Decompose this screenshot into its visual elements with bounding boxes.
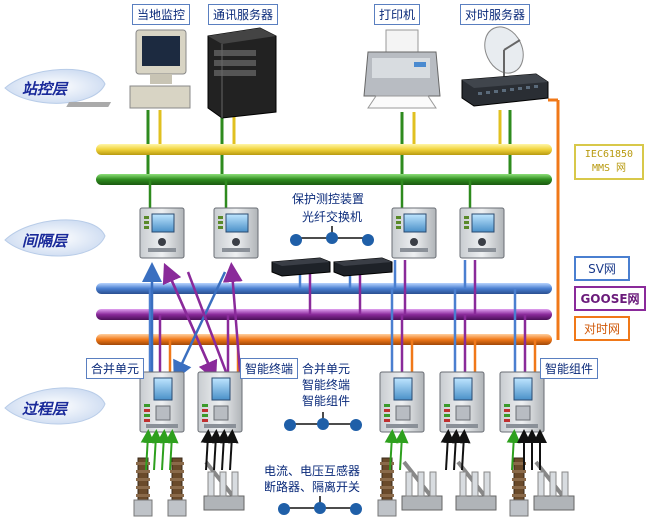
instrument-transformer-icon	[377, 457, 397, 517]
station-devices	[66, 26, 549, 119]
primary-equipment	[133, 429, 575, 517]
process-dot-connector	[284, 412, 362, 431]
mms-net-label-line2: MMS 网	[591, 163, 627, 174]
signal-arrow	[224, 429, 239, 471]
disconnector-icon	[401, 460, 443, 511]
signal-arrow	[140, 429, 155, 471]
protection-device-icon	[139, 207, 185, 259]
mms-green-bus	[96, 174, 552, 185]
process-center-label-1: 合并单元	[302, 362, 351, 376]
process-device-icon	[379, 371, 425, 433]
layer-process-label: 过程层	[22, 400, 68, 418]
mms-yellow-bus	[96, 144, 552, 155]
protection-device-label: 保护测控装置	[292, 192, 365, 206]
process-device-icon	[139, 371, 185, 433]
mms-net-label-line1: IEC61850	[584, 149, 634, 160]
instrument-transformer-icon	[167, 457, 187, 517]
signal-arrow	[148, 429, 163, 471]
cross-link-arrows	[142, 262, 243, 382]
protection-device-icon	[213, 207, 259, 259]
process-devices	[139, 371, 545, 433]
smart-terminal-label: 智能终端	[240, 358, 299, 379]
merging-unit-label: 合并单元	[86, 358, 145, 379]
process-center-label-2: 智能终端	[302, 378, 351, 392]
sv-net-label: SV网	[574, 256, 630, 281]
layer-station-label: 站控层	[22, 80, 68, 98]
bus-bars	[96, 144, 552, 345]
fiber-switch-icon	[333, 257, 393, 277]
goose-net-label: GOOSE网	[574, 286, 646, 311]
sv-bus	[96, 283, 552, 294]
primary-label-2: 断路器、隔离开关	[264, 480, 361, 494]
signal-arrow	[456, 429, 471, 471]
local-monitor-icon	[66, 29, 191, 109]
instrument-transformer-icon	[509, 457, 529, 517]
layer-swooshes	[4, 68, 106, 425]
signal-arrow	[384, 429, 399, 471]
timing-net-label: 对时网	[574, 316, 630, 341]
goose-bus	[96, 309, 552, 320]
bay-dot-connector	[290, 226, 374, 246]
bay-drop-lines	[148, 180, 477, 314]
mms-net-label: IEC61850 MMS 网	[574, 144, 644, 180]
process-device-icon	[499, 371, 545, 433]
disconnector-icon	[203, 460, 245, 511]
layer-bay-label: 间隔层	[22, 232, 68, 250]
signal-arrow	[208, 429, 223, 471]
printer-icon	[363, 29, 441, 109]
fiber-switch-icon	[271, 257, 331, 277]
local-monitor-label: 当地监控	[132, 4, 191, 25]
signal-arrow	[164, 429, 179, 471]
signal-arrow	[394, 429, 409, 471]
process-device-icon	[439, 371, 485, 433]
timing-bus	[96, 334, 552, 345]
time-server-label: 对时服务器	[460, 4, 531, 25]
primary-label-1: 电流、电压互感器	[264, 464, 361, 478]
printer-label: 打印机	[374, 4, 421, 25]
protection-device-icon	[459, 207, 505, 259]
protection-device-icon	[391, 207, 437, 259]
comm-server-icon	[207, 27, 277, 119]
signal-arrow	[440, 429, 455, 471]
primary-dot-connector	[278, 496, 362, 515]
signal-arrow	[200, 429, 215, 471]
signal-arrow	[506, 429, 521, 471]
process-center-label-3: 智能组件	[302, 394, 351, 408]
time-server-icon	[461, 26, 549, 107]
bay-devices	[139, 207, 505, 259]
signal-arrow	[216, 429, 231, 471]
process-device-icon	[197, 371, 243, 433]
instrument-transformer-icon	[133, 457, 153, 517]
fiber-switch-label: 光纤交换机	[302, 210, 363, 224]
smart-component-label: 智能组件	[540, 358, 599, 379]
comm-server-label: 通讯服务器	[208, 4, 279, 25]
process-drop-lines	[148, 289, 537, 372]
fiber-switches	[271, 257, 393, 277]
signal-arrow	[448, 429, 463, 471]
signal-arrow	[156, 429, 171, 471]
